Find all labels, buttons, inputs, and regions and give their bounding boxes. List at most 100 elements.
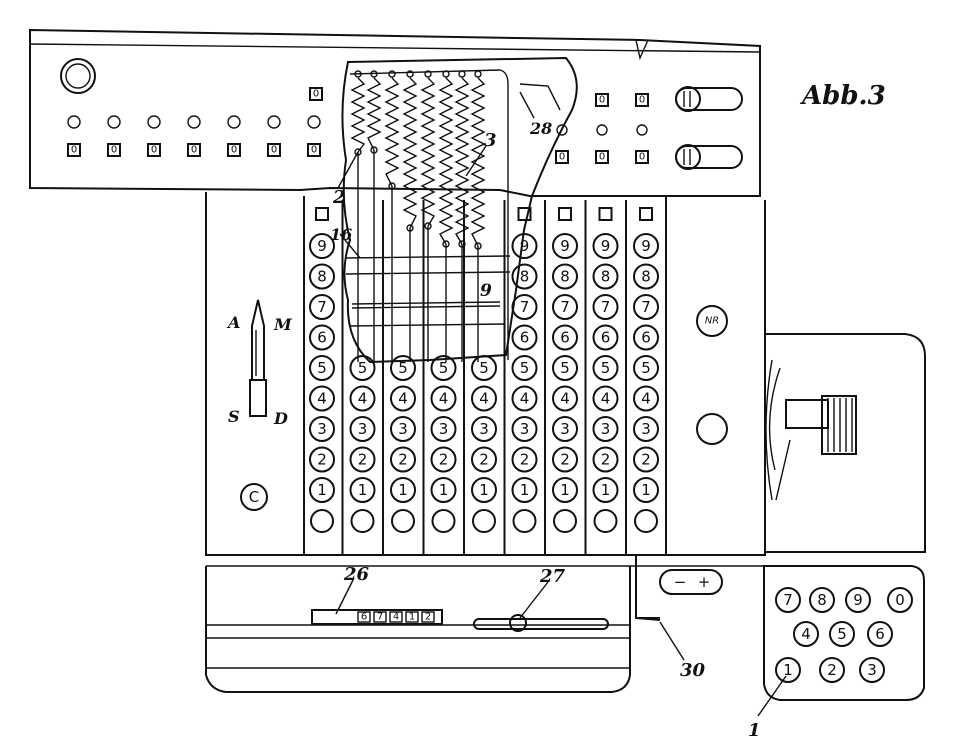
blank-key[interactable]: [512, 509, 537, 533]
blank-key[interactable]: [350, 509, 375, 533]
tenkey-key[interactable]: [887, 587, 913, 613]
digit-key[interactable]: [552, 294, 578, 320]
digit-key[interactable]: [592, 263, 619, 290]
digit-key[interactable]: [349, 416, 376, 442]
digit-key[interactable]: [309, 355, 335, 381]
tenkey-key-label: 1: [783, 661, 793, 679]
digit-key[interactable]: [592, 385, 619, 412]
digit-key[interactable]: [309, 477, 335, 503]
digit-key[interactable]: [430, 385, 457, 412]
digit-key[interactable]: [309, 324, 335, 351]
blank-button[interactable]: [696, 413, 728, 445]
digit-key[interactable]: [592, 446, 619, 473]
nr-button[interactable]: NR: [696, 305, 728, 337]
digit-key[interactable]: [511, 446, 538, 473]
blank-key[interactable]: [431, 509, 456, 533]
digit-key[interactable]: [309, 385, 335, 412]
digit-key[interactable]: [511, 355, 538, 381]
digit-key[interactable]: [471, 446, 497, 473]
digit-key[interactable]: [592, 477, 619, 503]
digit-key[interactable]: [390, 416, 416, 442]
digit-key[interactable]: [471, 477, 497, 503]
digit-key[interactable]: [633, 385, 659, 412]
digit-key[interactable]: [633, 233, 659, 259]
digit-key[interactable]: [430, 477, 457, 503]
tenkey-key[interactable]: [867, 621, 893, 647]
digit-key[interactable]: [552, 477, 578, 503]
shift-knob[interactable]: [509, 614, 527, 632]
tenkey-key[interactable]: [829, 621, 855, 647]
digit-key[interactable]: [633, 263, 659, 290]
label-16: 16: [330, 225, 352, 244]
digit-key[interactable]: [349, 446, 376, 473]
digit-key[interactable]: [390, 446, 416, 473]
digit-key[interactable]: [349, 355, 376, 381]
digit-key[interactable]: [633, 324, 659, 351]
digit-key[interactable]: [592, 233, 619, 259]
digit-key[interactable]: [592, 294, 619, 320]
blank-key[interactable]: [593, 509, 618, 533]
spring-anchor: [370, 70, 378, 78]
digit-key[interactable]: [592, 355, 619, 381]
digit-key[interactable]: [511, 233, 538, 259]
digit-key-label: 1: [641, 481, 651, 499]
digit-key[interactable]: [592, 416, 619, 442]
digit-key[interactable]: [552, 446, 578, 473]
blank-key[interactable]: [391, 509, 415, 533]
digit-key[interactable]: [633, 355, 659, 381]
digit-key[interactable]: [633, 446, 659, 473]
digit-key[interactable]: [309, 416, 335, 442]
digit-key[interactable]: [430, 355, 457, 381]
digit-key[interactable]: [552, 263, 578, 290]
digit-key[interactable]: [471, 416, 497, 442]
blank-key[interactable]: [634, 509, 658, 533]
digit-key[interactable]: [592, 324, 619, 351]
digit-key[interactable]: [471, 385, 497, 412]
digit-key[interactable]: [511, 416, 538, 442]
digit-key[interactable]: [309, 294, 335, 320]
digit-key[interactable]: [633, 416, 659, 442]
plus-sign: +: [698, 573, 711, 591]
tenkey-key[interactable]: [845, 587, 871, 613]
digit-key[interactable]: [552, 233, 578, 259]
digit-key-label: 3: [601, 420, 611, 438]
blank-key[interactable]: [553, 509, 577, 533]
digit-key[interactable]: [309, 446, 335, 473]
tenkey-key[interactable]: [793, 621, 819, 647]
digit-key[interactable]: [349, 477, 376, 503]
digit-key[interactable]: [511, 263, 538, 290]
clear-button[interactable]: C: [240, 483, 268, 511]
digit-key[interactable]: [390, 385, 416, 412]
register-window-r1-digit: 0: [599, 95, 605, 106]
register-window-0: [67, 143, 81, 157]
sign-switch[interactable]: − +: [659, 569, 723, 595]
digit-key[interactable]: [309, 263, 335, 290]
digit-key[interactable]: [552, 355, 578, 381]
blank-key[interactable]: [310, 509, 334, 533]
lever-knob-icon[interactable]: [675, 144, 701, 170]
digit-key[interactable]: [633, 294, 659, 320]
digit-key[interactable]: [430, 416, 457, 442]
digit-key[interactable]: [309, 233, 335, 259]
tenkey-key[interactable]: [775, 587, 801, 613]
tenkey-key[interactable]: [819, 657, 845, 683]
crank-knob[interactable]: [821, 395, 857, 455]
digit-key[interactable]: [552, 324, 578, 351]
tenkey-key[interactable]: [859, 657, 885, 683]
digit-key[interactable]: [430, 446, 457, 473]
digit-key[interactable]: [511, 324, 538, 351]
blank-key[interactable]: [472, 509, 496, 533]
tenkey-key[interactable]: [809, 587, 835, 613]
digit-key[interactable]: [390, 477, 416, 503]
digit-key[interactable]: [511, 385, 538, 412]
digit-key[interactable]: [633, 477, 659, 503]
digit-key[interactable]: [390, 355, 416, 381]
lever-knob-icon[interactable]: [675, 86, 701, 112]
digit-key-label: 1: [317, 481, 327, 499]
register-window-1: [107, 143, 121, 157]
digit-key[interactable]: [552, 416, 578, 442]
digit-key[interactable]: [349, 385, 376, 412]
digit-key[interactable]: [511, 477, 538, 503]
digit-key[interactable]: [552, 385, 578, 412]
tenkey-key[interactable]: [775, 657, 801, 683]
